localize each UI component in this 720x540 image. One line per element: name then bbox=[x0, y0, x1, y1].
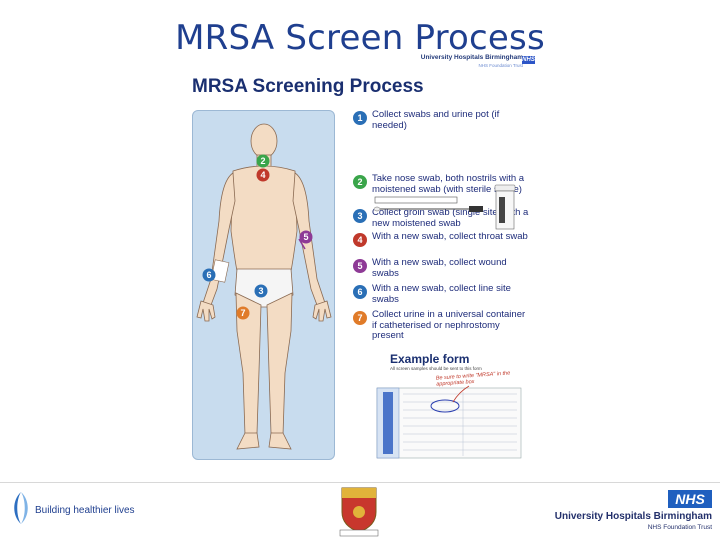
poster-org-sub: NHS Foundation Trust bbox=[478, 63, 523, 68]
figure-marker-groin bbox=[254, 284, 268, 298]
swab-and-urine-pot-illustration bbox=[373, 184, 516, 230]
body-figure-panel: 2 4 5 6 3 7 bbox=[192, 110, 335, 460]
step-text: Collect urine in a universal container i… bbox=[372, 309, 526, 341]
university-crest-icon bbox=[339, 487, 379, 537]
step-number-badge: 7 bbox=[353, 311, 367, 325]
poster-nhs-badge: NHS bbox=[522, 56, 535, 64]
swab-cap-icon bbox=[469, 206, 483, 212]
step-number-badge: 4 bbox=[353, 233, 367, 247]
figure-marker-label: 2 bbox=[260, 156, 265, 166]
step-number-badge: 6 bbox=[353, 285, 367, 299]
figure-marker-line-site bbox=[202, 268, 216, 282]
footer-org-name: University Hospitals Birmingham bbox=[554, 511, 712, 522]
swab-tube-icon bbox=[374, 196, 458, 204]
poster-org-name: University Hospitals Birmingham bbox=[420, 54, 523, 61]
footer-org-sub: NHS Foundation Trust bbox=[647, 524, 712, 531]
figure-marker-throat bbox=[256, 168, 270, 182]
step-text: With a new swab, collect line site swabs bbox=[372, 283, 511, 305]
footer-divider bbox=[0, 482, 720, 483]
figure-marker-urine bbox=[236, 306, 250, 320]
figure-marker-label: 4 bbox=[260, 170, 265, 180]
step-text: With a new swab, collect throat swab bbox=[372, 231, 528, 242]
urine-pot-lid-icon bbox=[494, 184, 516, 192]
poster-title: MRSA Screening Process bbox=[192, 76, 424, 97]
figure-marker-wound bbox=[299, 230, 313, 244]
step-number-badge: 1 bbox=[353, 111, 367, 125]
footer-left-text: Building healthier lives bbox=[35, 505, 135, 516]
step-number-badge: 2 bbox=[353, 175, 367, 189]
footer-nhs-badge: NHS bbox=[668, 490, 712, 508]
example-form-subtitle: All screen samples should be sent to thi… bbox=[390, 366, 482, 371]
example-form-illustration bbox=[376, 385, 522, 459]
example-form-title: Example form bbox=[390, 352, 470, 366]
footer-org-block: NHS University Hospitals Birmingham NHS … bbox=[555, 490, 712, 536]
step-number-badge: 5 bbox=[353, 259, 367, 273]
mrsa-poster: University Hospitals Birmingham NHS Foun… bbox=[190, 52, 535, 462]
step-text: With a new swab, collect wound swabs bbox=[372, 257, 507, 279]
step-text: Collect swabs and urine pot (if needed) bbox=[372, 109, 500, 131]
step-text: Take nose swab, both nostrils with a moi… bbox=[372, 173, 525, 195]
figure-marker-label: 3 bbox=[258, 286, 263, 296]
step-number-badge: 3 bbox=[353, 209, 367, 223]
figure-marker-label: 6 bbox=[206, 270, 211, 280]
figure-marker-nose bbox=[256, 154, 270, 168]
building-healthier-lives-logo-icon bbox=[14, 492, 28, 524]
step-text: Collect groin swab (single site) with a … bbox=[372, 207, 529, 229]
figure-marker-label: 7 bbox=[240, 308, 245, 318]
poster-org-block: University Hospitals Birmingham NHS Foun… bbox=[421, 54, 523, 70]
figure-marker-label: 5 bbox=[303, 232, 308, 242]
slide-title: MRSA Screen Process bbox=[175, 18, 545, 58]
